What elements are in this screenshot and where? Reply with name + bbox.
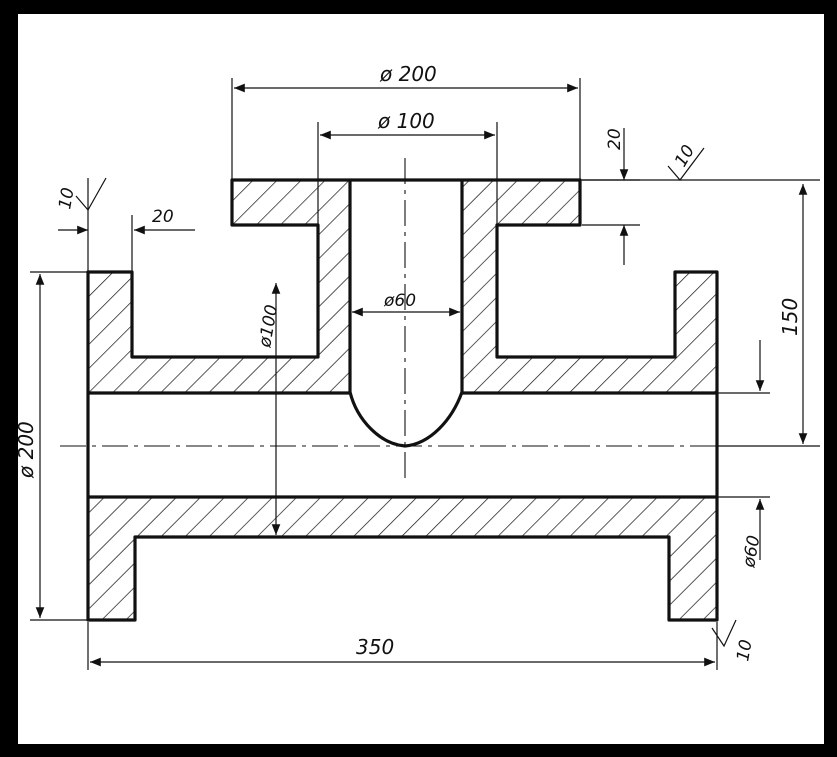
center-lines bbox=[60, 158, 790, 478]
overall-length-label: 350 bbox=[356, 635, 394, 659]
branch-bore-diameter-label: ø60 bbox=[383, 291, 416, 311]
height-label: 150 bbox=[778, 298, 802, 336]
outer-diameter-left-label: ø 200 bbox=[14, 421, 38, 479]
hatched-sections bbox=[88, 180, 717, 620]
wall-offset-left-label: 10 bbox=[55, 186, 78, 211]
flange-width-left-label: 20 bbox=[152, 207, 174, 227]
surface-roughness-bottom-label: 10 bbox=[733, 638, 756, 663]
dimension-lines bbox=[30, 78, 820, 670]
dimension-labels: ø 200 ø 100 20 10 10 20 ø 200 ø100 ø60 1… bbox=[14, 62, 802, 663]
top-flange-diameter-label: ø 200 bbox=[379, 62, 437, 86]
bore-diameter-label: ø 100 bbox=[377, 109, 435, 133]
branch-flange-thickness-label: 20 bbox=[605, 128, 625, 150]
